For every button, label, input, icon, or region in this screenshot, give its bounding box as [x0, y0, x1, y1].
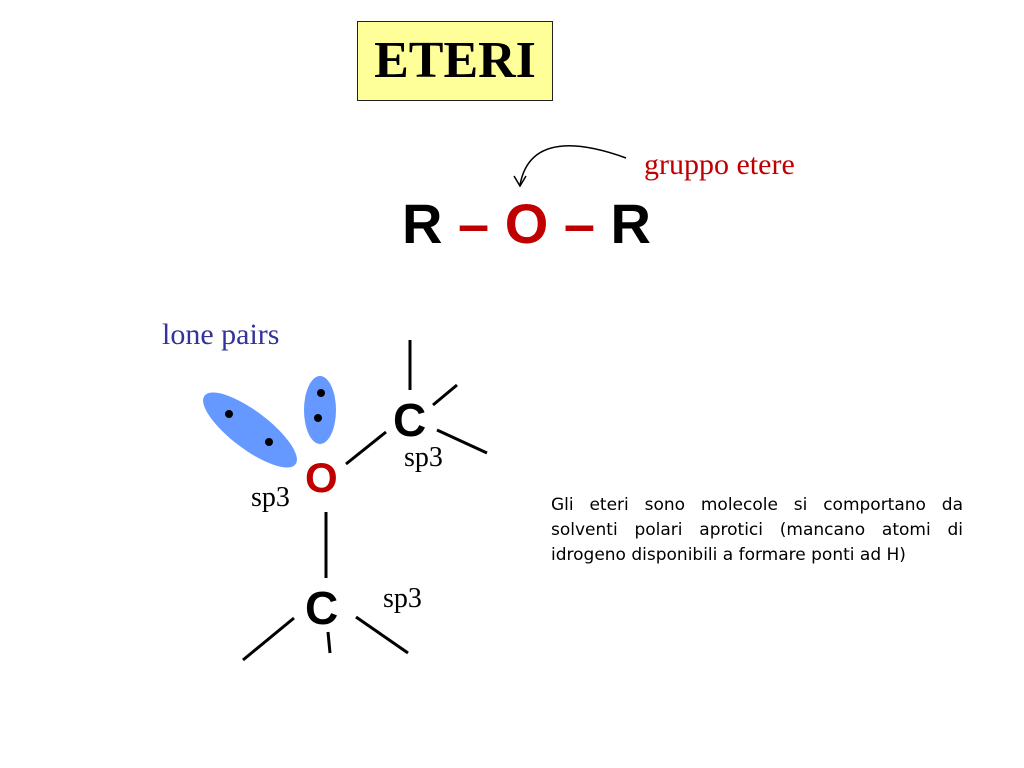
oxygen-atom: O [305, 454, 338, 501]
lone-pairs-label: lone pairs [162, 318, 280, 351]
bond-line [436, 428, 488, 455]
group-arrow [519, 145, 627, 186]
formula-r-left: R [402, 192, 443, 255]
formula-dash-left: – [442, 192, 505, 255]
electron-dot [317, 389, 325, 397]
formula-r-right: R [610, 192, 651, 255]
carbon-atom-top: C [393, 394, 427, 446]
electron-dot [314, 414, 322, 422]
bond-line [242, 616, 295, 662]
title-box: ETERI [357, 21, 553, 101]
electron-dot [225, 410, 233, 418]
hybridization-label-oxygen: sp3 [251, 482, 290, 513]
description-text: Gli eteri sono molecole si comportano da… [551, 495, 963, 565]
bond-line [326, 631, 332, 654]
ether-group-label: gruppo etere [644, 148, 795, 181]
hybridization-label-carbon-bottom: sp3 [383, 583, 422, 614]
carbon-atom-bottom: C [305, 582, 339, 634]
lone-pair-orbital-right [304, 376, 336, 444]
lone-pair-orbital-left [203, 392, 297, 468]
slide-title: ETERI [374, 32, 536, 89]
formula-oxygen: O [504, 192, 549, 255]
formula-dash-right: – [548, 192, 611, 255]
electron-dot [265, 438, 273, 446]
group-arrowhead [513, 175, 527, 188]
bond-line [432, 383, 458, 407]
bond-line [345, 430, 387, 466]
hybridization-label-carbon-top: sp3 [404, 442, 443, 473]
bond-line [355, 615, 409, 655]
ether-formula: R – O – R [402, 196, 651, 252]
